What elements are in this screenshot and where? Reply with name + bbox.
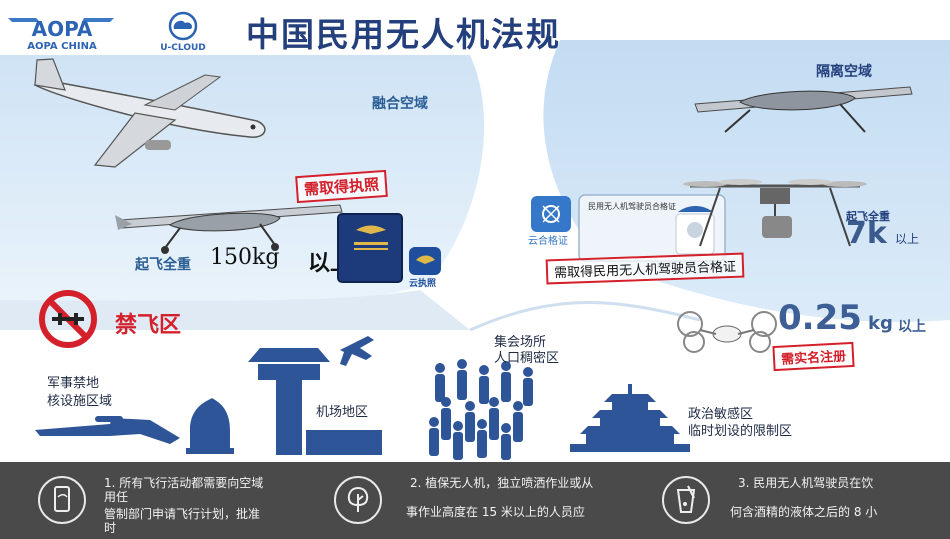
seven-kg-value: 7k bbox=[846, 216, 887, 251]
ucloud-logo: U-CLOUD bbox=[160, 11, 206, 53]
mini-weight-value: 0.25 bbox=[778, 298, 862, 338]
cloud-cert-label: 云合格证 bbox=[528, 236, 568, 247]
cloud-cert-app-icon bbox=[531, 196, 571, 232]
aopa-logo-subtext: AOPA CHINA bbox=[27, 41, 97, 52]
certificate-card-title: 民用无人机驾驶员合格证 bbox=[588, 202, 676, 211]
tip-1-line-2: 用任 bbox=[104, 490, 129, 504]
tip-2-line-2 bbox=[410, 493, 640, 503]
tip-2-line-1: 2. 植保无人机，独立喷洒作业或从 bbox=[410, 476, 594, 490]
tip-3: 3. 民用无人机驾驶员在饮 何含酒精的液体之后的 8 小 bbox=[730, 474, 948, 522]
tip-3-line-1: 3. 民用无人机驾驶员在饮 bbox=[738, 476, 874, 490]
crowd-label-2: 人口稠密区 bbox=[494, 351, 560, 366]
pilot-certificate-card bbox=[578, 194, 726, 262]
license-booklet-icon bbox=[337, 213, 403, 283]
aopa-logo-text: AOPA bbox=[32, 17, 93, 41]
fixed-wing-drone-image bbox=[115, 204, 343, 254]
tip-1-line-4: 时 bbox=[104, 521, 117, 535]
crowd-label-1: 集会场所 bbox=[494, 335, 547, 350]
military-label-1: 军事禁地 bbox=[47, 376, 100, 391]
political-label-2: 临时划设的限制区 bbox=[688, 424, 793, 439]
cloud-license-label: 云执照 bbox=[409, 279, 437, 289]
tip-3-line-3: 何含酒精的液体之后的 8 小 bbox=[730, 505, 878, 519]
tip-2: 2. 植保无人机，独立喷洒作业或从 事作业高度在 15 米以上的人员应 bbox=[406, 474, 640, 522]
drink-icon bbox=[676, 485, 696, 513]
tip-3-icon-circle bbox=[662, 476, 710, 524]
no-fly-label: 禁飞区 bbox=[115, 313, 182, 338]
tip-1-icon-circle bbox=[38, 476, 86, 524]
tip-2-line-3: 事作业高度在 15 米以上的人员应 bbox=[406, 505, 585, 519]
seven-kg-suffix: 以上 bbox=[895, 232, 920, 246]
phone-icon bbox=[54, 486, 70, 512]
mini-weight-unit: kg bbox=[868, 313, 893, 334]
mini-drone-image bbox=[677, 311, 777, 353]
mini-weight-suffix: 以上 bbox=[898, 319, 926, 335]
tips-bar: 1. 所有飞行活动都需要向空域 用任 管制部门申请飞行计划，批准 时 2. 植保… bbox=[0, 462, 950, 539]
airport-label: 机场地区 bbox=[316, 405, 369, 420]
tip-1-line-3: 管制部门申请飞行计划，批准 bbox=[104, 507, 261, 521]
takeoff-weight-label-right: 起飞全重 bbox=[846, 210, 890, 223]
quadcopter-image bbox=[683, 179, 867, 247]
landmarks-silhouettes bbox=[35, 336, 690, 460]
takeoff-weight-label: 起飞全重 bbox=[135, 257, 191, 273]
military-label-2: 核设施区域 bbox=[47, 394, 113, 409]
ucloud-logo-text: U-CLOUD bbox=[160, 43, 206, 53]
page-title: 中国民用无人机法规 bbox=[246, 15, 561, 54]
cloud-license-app-icon bbox=[409, 247, 441, 275]
tip-3-line-2 bbox=[738, 493, 948, 503]
tree-icon bbox=[347, 486, 369, 512]
aopa-logo: AOPA AOPA CHINA bbox=[8, 17, 114, 52]
large-drone-image bbox=[694, 86, 913, 133]
tip-1-line-1: 1. 所有飞行活动都需要向空域 bbox=[104, 476, 264, 490]
no-fly-icon bbox=[39, 290, 97, 348]
political-label-1: 政治敏感区 bbox=[688, 407, 754, 422]
tip-2-icon-circle bbox=[334, 476, 382, 524]
tip-1: 1. 所有飞行活动都需要向空域 用任 管制部门申请飞行计划，批准 时 bbox=[104, 474, 314, 538]
weight-value: 150kg bbox=[210, 245, 280, 270]
zone-isolated-label: 隔离空域 bbox=[816, 64, 872, 80]
zone-fusion-label: 融合空域 bbox=[372, 96, 428, 112]
airliner-image bbox=[33, 58, 266, 168]
